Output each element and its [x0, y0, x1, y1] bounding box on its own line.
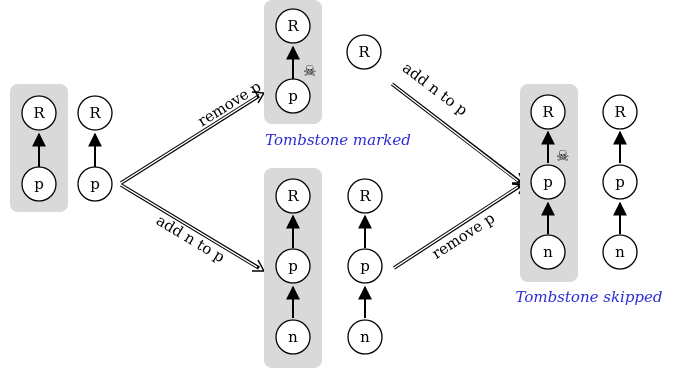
- node-p: p: [347, 248, 383, 284]
- op-add-top: add n to p: [390, 59, 526, 186]
- node-root: R: [77, 95, 113, 131]
- node-root: R: [347, 178, 383, 214]
- node-label: p: [360, 257, 370, 275]
- node-root: R: [346, 34, 382, 70]
- node-label: R: [614, 103, 626, 121]
- node-label: p: [543, 173, 553, 191]
- node-label: R: [89, 104, 101, 122]
- node-label: p: [288, 87, 298, 105]
- node-root: R: [530, 94, 566, 130]
- op-label: add n to p: [399, 59, 471, 120]
- node-n: n: [530, 234, 566, 270]
- node-label: R: [359, 187, 371, 205]
- node-label: p: [615, 173, 625, 191]
- after-add-state: R p n R p n: [264, 168, 383, 368]
- node-n: n: [275, 319, 311, 355]
- node-p: p: [530, 164, 566, 200]
- node-root: R: [21, 95, 57, 131]
- node-label: n: [288, 328, 298, 346]
- op-add-bottom: add n to p: [120, 183, 266, 272]
- caption-tombstone-marked: Tombstone marked: [265, 131, 411, 149]
- node-root: R: [602, 94, 638, 130]
- node-label: n: [360, 328, 370, 346]
- op-label: add n to p: [153, 211, 228, 266]
- node-label: n: [543, 243, 553, 261]
- node-label: p: [288, 257, 298, 275]
- node-label: R: [287, 187, 299, 205]
- node-root: R: [275, 8, 311, 44]
- op-label: remove p: [194, 77, 264, 130]
- after-remove-state: ☠ R p R Tombstone marked: [264, 0, 411, 149]
- node-p: p: [21, 166, 57, 202]
- node-p: p: [602, 164, 638, 200]
- skull-and-crossbones-icon: ☠: [303, 62, 316, 80]
- node-root: R: [275, 178, 311, 214]
- node-label: R: [358, 43, 370, 61]
- node-label: n: [615, 243, 625, 261]
- node-label: R: [33, 104, 45, 122]
- node-p: p: [77, 166, 113, 202]
- caption-tombstone-skipped: Tombstone skipped: [515, 288, 662, 306]
- node-p: p: [275, 248, 311, 284]
- node-label: p: [90, 175, 100, 193]
- merged-state: ☠ R p n R p n Tombstone skipped: [515, 84, 663, 306]
- op-remove-bottom: remove p: [393, 182, 526, 270]
- node-label: R: [542, 103, 554, 121]
- node-label: R: [287, 17, 299, 35]
- node-label: p: [34, 175, 44, 193]
- op-label: remove p: [429, 209, 498, 263]
- node-n: n: [347, 319, 383, 355]
- node-p: p: [275, 78, 311, 114]
- op-remove-top: remove p: [120, 77, 266, 185]
- initial-state: R p R p: [10, 84, 113, 212]
- skull-and-crossbones-icon: ☠: [556, 147, 569, 165]
- node-n: n: [602, 234, 638, 270]
